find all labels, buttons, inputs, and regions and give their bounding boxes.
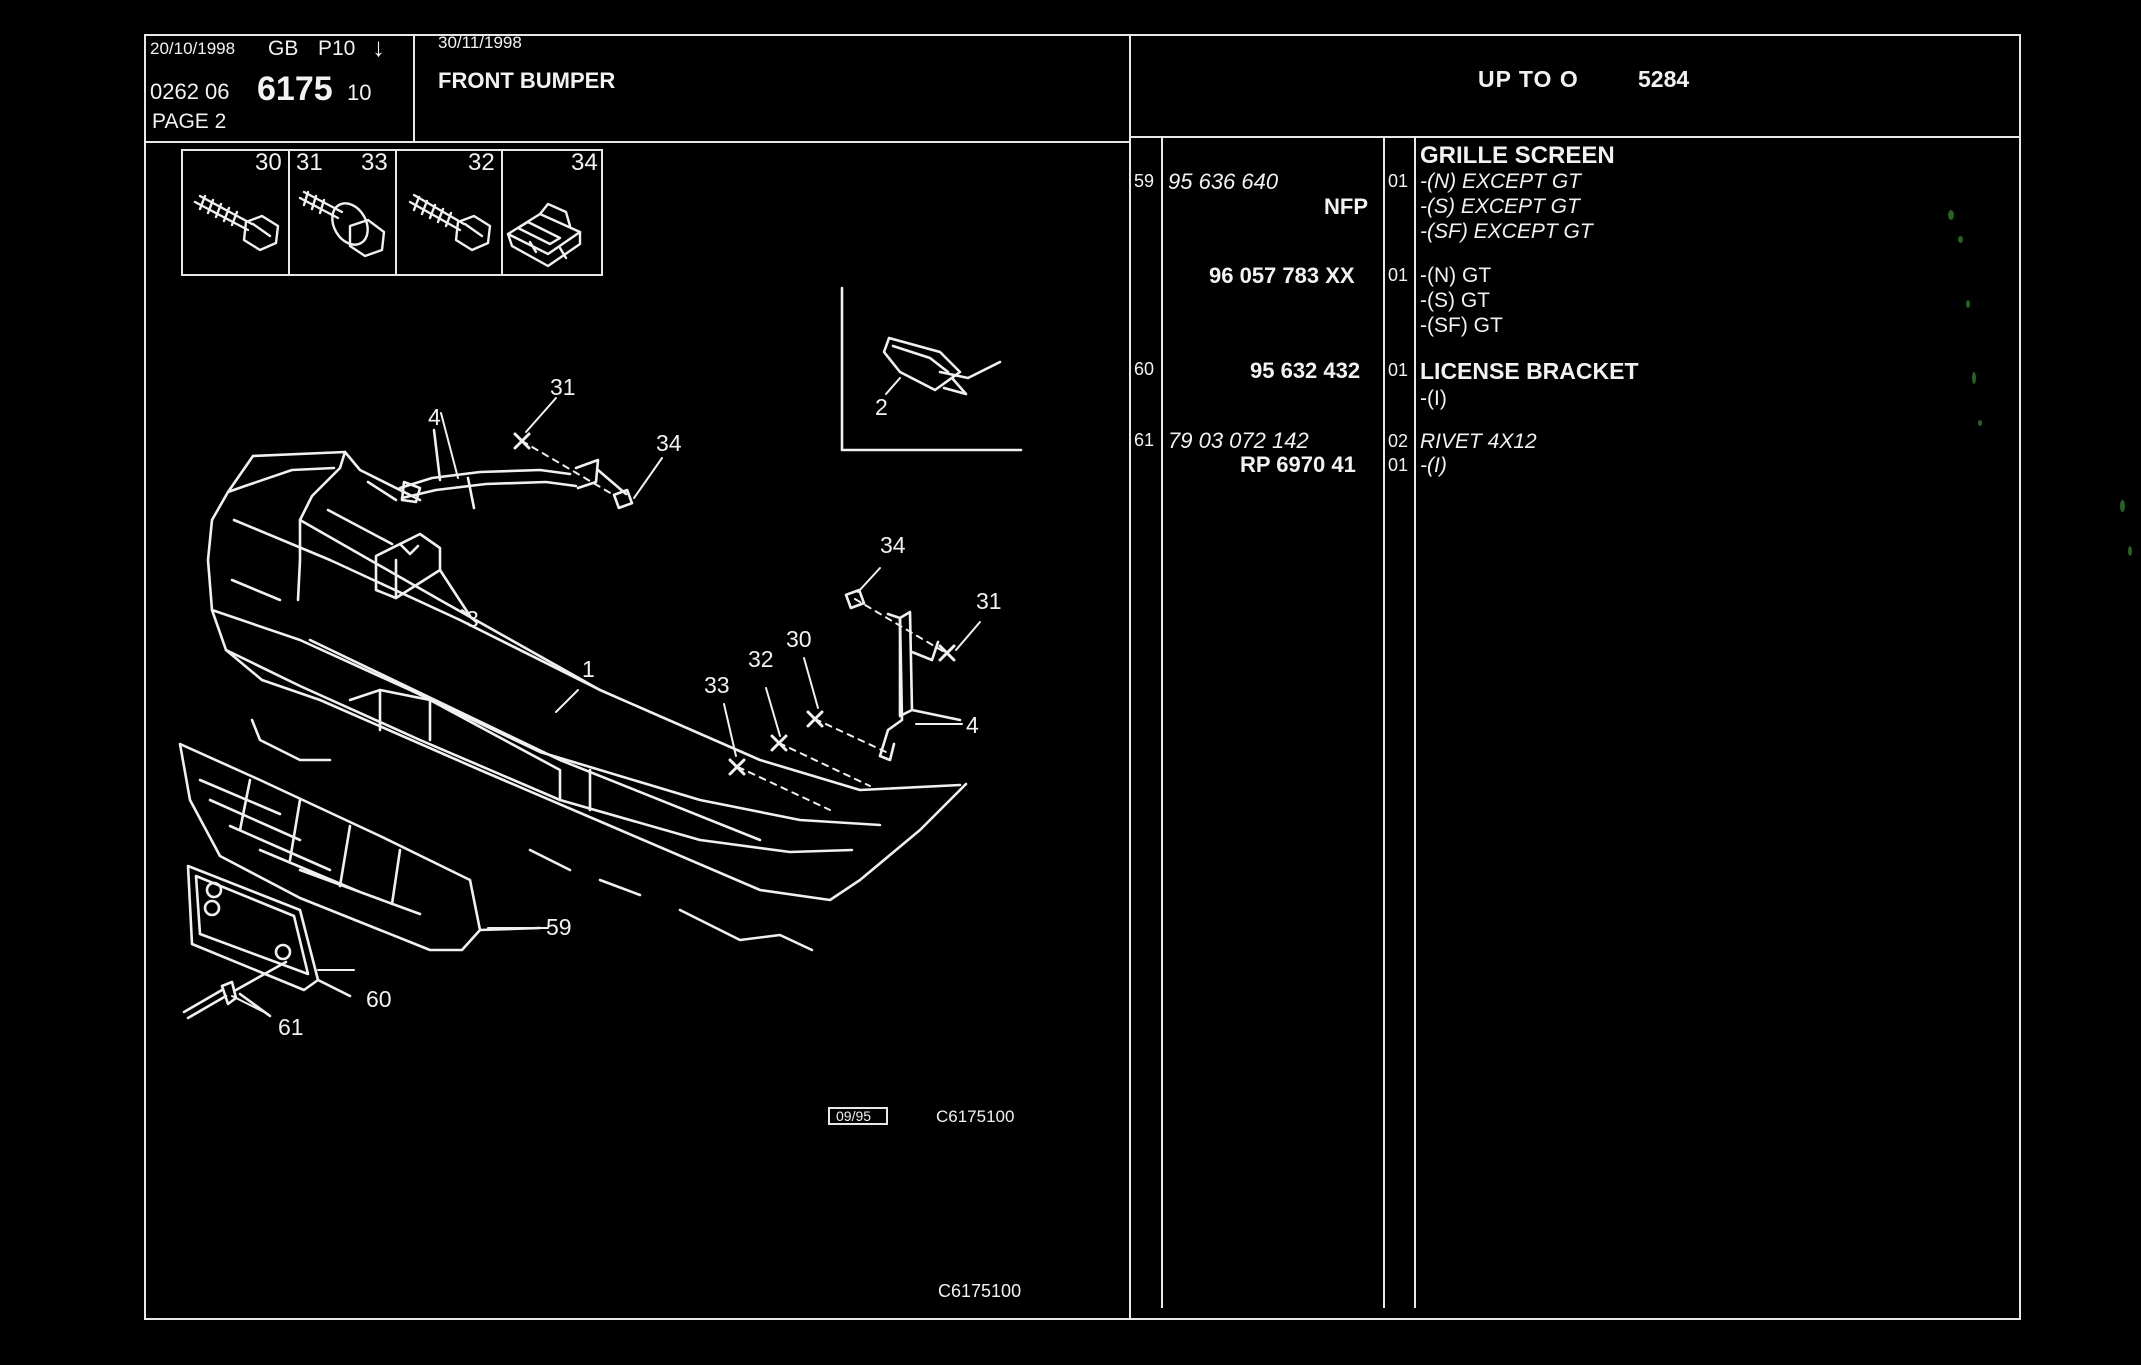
header-divider-right bbox=[1129, 136, 2020, 138]
part-number-61-rp: RP 6970 41 bbox=[1240, 452, 1356, 477]
parts-col-divider-1 bbox=[1161, 136, 1163, 1308]
fastener-key-label-30: 30 bbox=[255, 149, 282, 176]
part-qty-59: 01 bbox=[1388, 171, 1409, 191]
part-number-60: 95 632 432 bbox=[1250, 358, 1361, 383]
part-line-60-1: -(I) bbox=[1420, 387, 1447, 410]
rivet-61 bbox=[182, 960, 288, 1020]
bumper-body bbox=[206, 450, 968, 952]
callout-30: 30 bbox=[786, 626, 812, 652]
callout-1: 1 bbox=[582, 656, 595, 682]
header-up-to-label: UP TO O bbox=[1478, 66, 1579, 92]
parts-col-divider-3 bbox=[1414, 136, 1416, 1308]
callout-61: 61 bbox=[278, 1014, 304, 1040]
footer-code: C6175100 bbox=[938, 1281, 1022, 1301]
part-number-59-gt: 96 057 783 XX bbox=[1209, 263, 1355, 288]
clip-nut-34-icon bbox=[506, 202, 582, 268]
part-line-59-gt-2: -(S) GT bbox=[1420, 289, 1490, 312]
frame-right bbox=[2019, 34, 2021, 1320]
scan-speck bbox=[1966, 300, 1970, 308]
fastener-key-label-34: 34 bbox=[571, 149, 598, 176]
header-ref-main: 6175 bbox=[257, 70, 333, 108]
fastener-key-label-31: 31 bbox=[296, 149, 323, 176]
header-ref-prefix: 0262 06 bbox=[150, 79, 230, 104]
callout-4-upper: 4 bbox=[428, 404, 441, 430]
parts-col-divider-2 bbox=[1383, 136, 1385, 1308]
callout-33: 33 bbox=[704, 672, 730, 698]
callout-31-upper: 31 bbox=[550, 374, 576, 400]
scan-speck bbox=[1978, 420, 1982, 426]
part-line-59-gt-3: -(SF) GT bbox=[1420, 314, 1503, 337]
header-ref-suffix: 10 bbox=[347, 80, 372, 105]
screw-30-icon bbox=[193, 194, 280, 252]
figure-code: C6175100 bbox=[936, 1107, 1015, 1126]
grille-screen-59 bbox=[178, 742, 542, 952]
header-lang: GB bbox=[268, 37, 299, 60]
scan-speck bbox=[2120, 500, 2125, 512]
fastener-key bbox=[181, 149, 603, 276]
part-number-61: 79 03 072 142 bbox=[1168, 428, 1309, 453]
part-ref-60: 60 bbox=[1134, 359, 1155, 379]
callout-59: 59 bbox=[546, 914, 572, 940]
screw-32-icon bbox=[408, 193, 492, 252]
header-page: PAGE 2 bbox=[152, 110, 227, 133]
callout-34-upper: 34 bbox=[656, 430, 682, 456]
callout-2: 2 bbox=[875, 394, 888, 420]
callout-34-lower: 34 bbox=[880, 532, 906, 558]
part-qty-59-gt: 01 bbox=[1388, 265, 1409, 285]
header-date-right: 30/11/1998 bbox=[438, 33, 522, 52]
callout-32: 32 bbox=[748, 646, 774, 672]
part-ref-61: 61 bbox=[1134, 430, 1155, 450]
header-up-to-value: 5284 bbox=[1638, 66, 1690, 92]
scan-speck bbox=[2128, 546, 2132, 556]
part-line-61-1: -(I) bbox=[1420, 454, 1447, 477]
part-qty-60: 01 bbox=[1388, 360, 1409, 380]
part-desc-59: GRILLE SCREEN bbox=[1420, 142, 1615, 169]
date-box-text: 09/95 bbox=[836, 1108, 872, 1124]
part-note-59: NFP bbox=[1324, 194, 1368, 219]
fastener-key-label-32: 32 bbox=[468, 149, 495, 176]
frame-top bbox=[144, 34, 2021, 36]
fastener-key-label-33: 33 bbox=[361, 149, 388, 176]
page-title: FRONT BUMPER bbox=[438, 68, 616, 93]
header-divider-left bbox=[144, 141, 1129, 143]
scan-speck bbox=[1958, 236, 1963, 243]
part-number-59: 95 636 640 bbox=[1168, 169, 1279, 194]
support-bracket-3 bbox=[326, 480, 472, 618]
frame-left bbox=[144, 34, 146, 1320]
scan-speck bbox=[1972, 372, 1976, 384]
part-ref-59: 59 bbox=[1134, 171, 1155, 191]
date-box bbox=[828, 1107, 888, 1125]
stay-4-upper bbox=[398, 428, 628, 510]
part-line-59-2: -(S) EXCEPT GT bbox=[1420, 195, 1580, 218]
down-arrow-icon: ↓ bbox=[372, 32, 385, 62]
callout-3: 3 bbox=[466, 606, 479, 632]
callout-4-lower: 4 bbox=[966, 712, 979, 738]
part-qty-61: 02 bbox=[1388, 431, 1409, 451]
part-line-59-gt-1: -(N) GT bbox=[1420, 264, 1492, 287]
license-bracket-60 bbox=[186, 864, 352, 998]
bolt-31-33-icon bbox=[298, 190, 386, 258]
header-model-code: P10 bbox=[318, 37, 356, 60]
main-vertical-divider bbox=[1129, 34, 1131, 1320]
stay-4-lower bbox=[878, 610, 962, 762]
callout-31-lower: 31 bbox=[976, 588, 1002, 614]
part-qty-61-rp: 01 bbox=[1388, 455, 1409, 475]
header-vertical-divider bbox=[413, 34, 415, 142]
frame-bottom bbox=[144, 1318, 2021, 1320]
part-desc-61: RIVET 4X12 bbox=[1420, 430, 1537, 453]
header-date-left: 20/10/1998 bbox=[150, 39, 236, 58]
inset-detail bbox=[840, 286, 1023, 452]
part-line-59-1: -(N) EXCEPT GT bbox=[1420, 170, 1581, 193]
scan-speck bbox=[1948, 210, 1954, 220]
callout-60: 60 bbox=[366, 986, 392, 1012]
part-desc-60: LICENSE BRACKET bbox=[1420, 358, 1639, 384]
part-line-59-3: -(SF) EXCEPT GT bbox=[1420, 220, 1593, 243]
